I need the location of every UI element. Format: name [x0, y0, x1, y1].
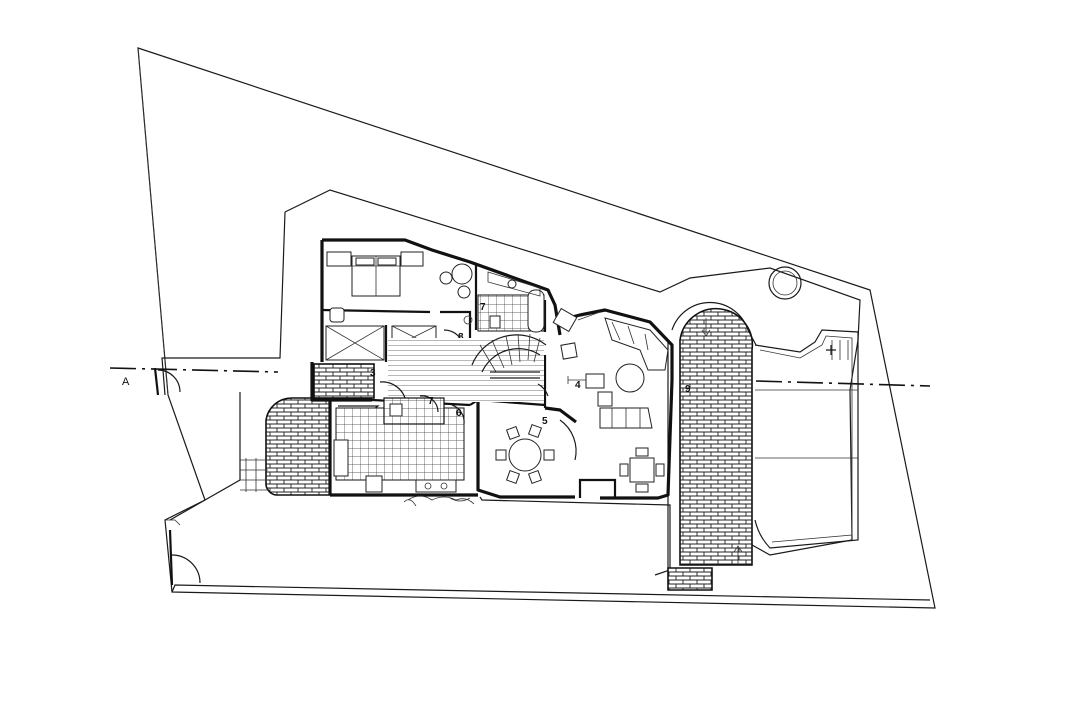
- room-7-label-lower: 7: [428, 396, 434, 407]
- entrance-gate: [153, 367, 201, 586]
- bathroom: 7 8: [443, 271, 545, 349]
- room-6-label: 6: [456, 408, 462, 419]
- living-table: [619, 447, 665, 493]
- site-boundary: [137, 47, 936, 609]
- room-4-label: 4: [575, 380, 581, 391]
- section-line: A: [109, 367, 931, 388]
- room-3-label: 3: [370, 368, 376, 379]
- room-7-label-upper: 7: [480, 302, 486, 313]
- left-terrace: [240, 397, 331, 496]
- living-room: 4: [552, 307, 669, 429]
- dining-area: 5: [495, 416, 555, 485]
- garden-well: [768, 266, 802, 300]
- room-8-label: 8: [458, 332, 464, 343]
- kitchen: 7 6: [333, 395, 475, 507]
- brick-terrace: 9: [667, 301, 757, 591]
- swimming-pool: [754, 329, 859, 549]
- bedroom: [325, 251, 473, 361]
- hall-and-stairs: [388, 333, 549, 402]
- room-9-label: 9: [685, 384, 691, 395]
- section-marker-label: A: [122, 376, 130, 388]
- room-5-label: 5: [542, 416, 548, 427]
- entrance-paving: 3: [313, 363, 407, 413]
